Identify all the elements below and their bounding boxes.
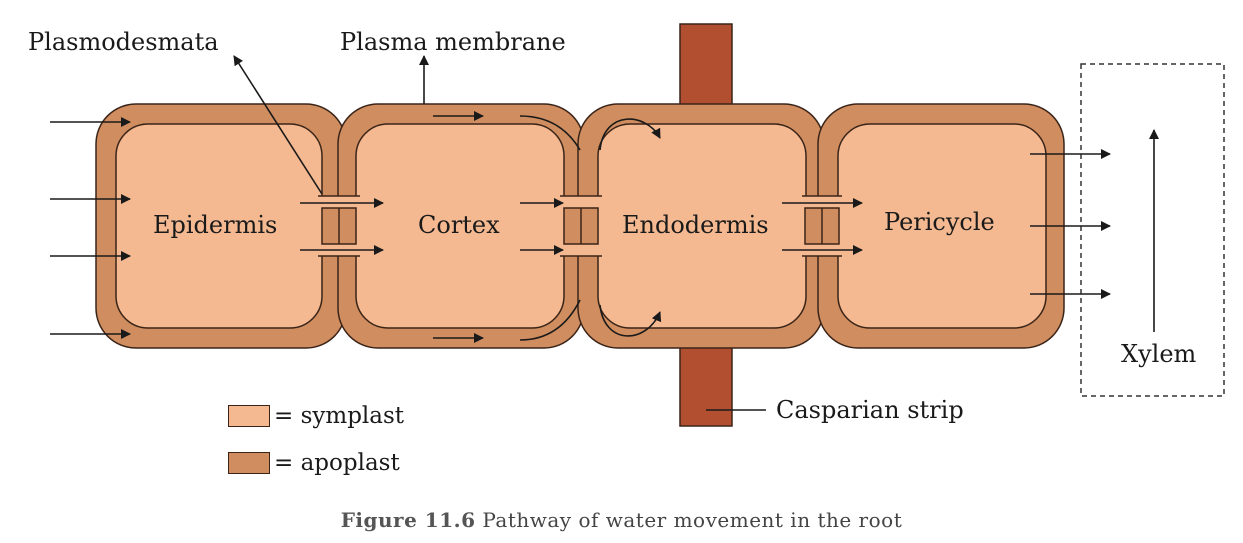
plasmodesmata-label: Plasmodesmata bbox=[28, 28, 219, 56]
movement-arrows bbox=[300, 111, 863, 343]
cell-label-endodermis: Endodermis bbox=[622, 211, 769, 239]
figure-caption: Figure 11.6 Pathway of water movement in… bbox=[0, 508, 1243, 532]
xylem-box bbox=[1080, 63, 1225, 397]
legend-symplast: = symplast bbox=[228, 403, 404, 429]
plasmodesmata-3 bbox=[802, 195, 842, 257]
cell-label-epidermis: Epidermis bbox=[153, 211, 277, 239]
exit-arrows bbox=[1030, 129, 1159, 332]
figure-caption-text: Pathway of water movement in the root bbox=[482, 508, 903, 532]
legend-apoplast-label: = apoplast bbox=[274, 450, 400, 476]
xylem-label: Xylem bbox=[1121, 340, 1197, 368]
entry-arrows bbox=[50, 117, 131, 339]
cell-label-cortex: Cortex bbox=[418, 211, 500, 239]
legend-apoplast: = apoplast bbox=[228, 450, 400, 476]
apoplast-swatch bbox=[228, 452, 270, 474]
legend-symplast-label: = symplast bbox=[274, 403, 405, 429]
plasmodesmata-2 bbox=[560, 195, 602, 257]
cell-label-pericycle: Pericycle bbox=[884, 208, 995, 236]
root-water-pathway-diagram: Plasmodesmata Plasma membrane Epidermis … bbox=[28, 23, 1225, 427]
casparian-strip-label: Casparian strip bbox=[776, 396, 964, 424]
label-pointers bbox=[233, 55, 766, 411]
symplast-swatch bbox=[228, 405, 270, 427]
figure-number: Figure 11.6 bbox=[340, 508, 476, 532]
plasma-membrane-label: Plasma membrane bbox=[340, 28, 566, 56]
plasmodesmata-1 bbox=[318, 195, 360, 257]
